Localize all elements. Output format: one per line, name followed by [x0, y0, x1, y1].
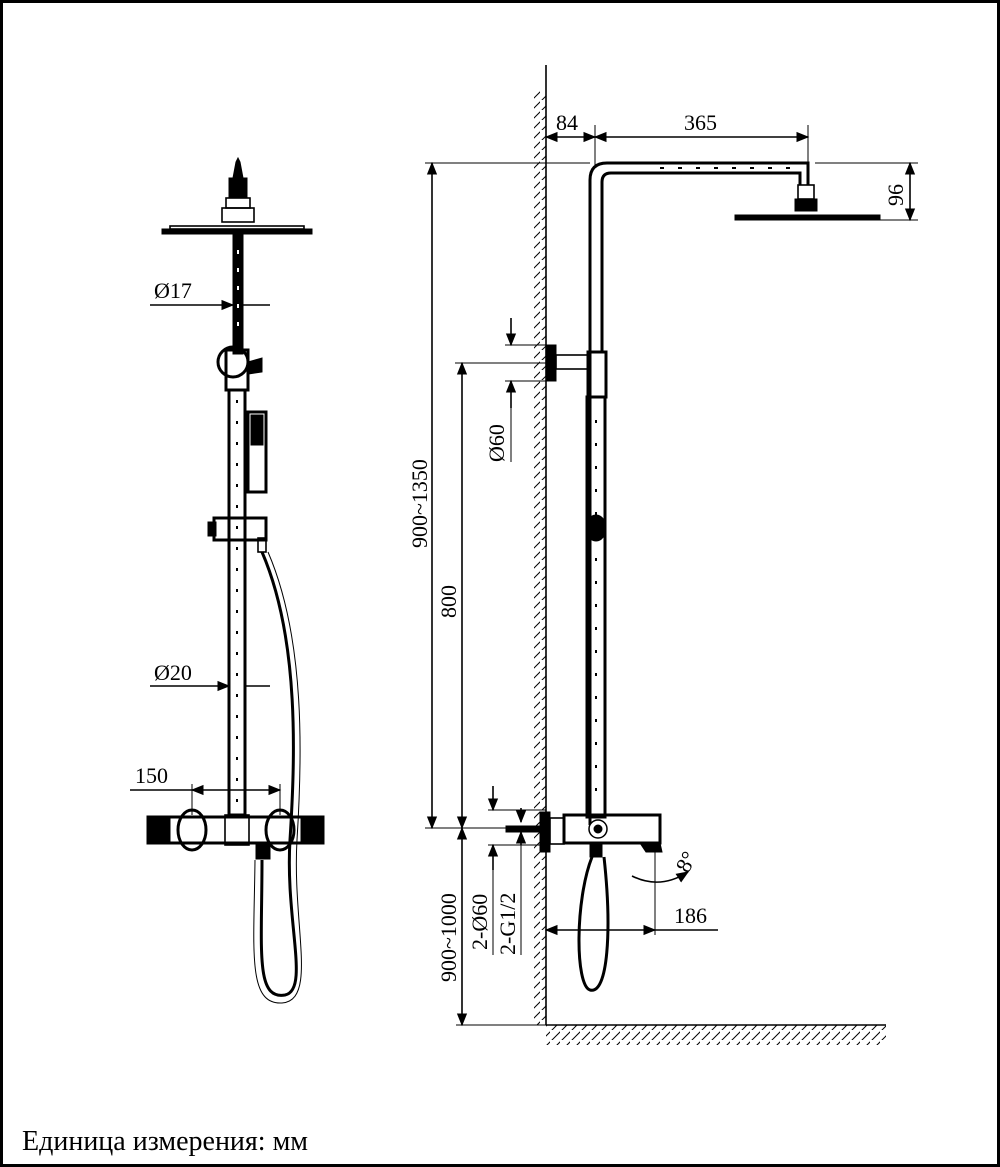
front-mixer-outlet — [255, 842, 271, 860]
side-arm-outer — [588, 161, 810, 825]
side-hose — [577, 856, 610, 992]
front-mixer-right-cap — [300, 816, 324, 844]
dim-pipe-top-diameter: Ø17 — [154, 278, 192, 303]
dim-bar-height: 800 — [436, 585, 461, 618]
side-spout-tip — [639, 842, 663, 853]
front-hand-shower — [246, 410, 268, 494]
front-slider-holder — [212, 516, 268, 542]
dim-spout-angle: 8° — [670, 847, 701, 876]
side-mixer-handle-center — [593, 824, 603, 834]
side-head-nut — [794, 198, 818, 212]
front-slide-bar — [227, 388, 247, 817]
dim-bracket-diameter: Ø60 — [484, 424, 509, 462]
dim-head-height: 96 — [883, 184, 908, 206]
side-mixer-outlet — [589, 842, 603, 858]
front-top-nut — [228, 177, 248, 199]
dim-wall-offset: 84 — [556, 110, 578, 135]
front-hand-shower-head — [250, 414, 264, 446]
side-slider-holder — [585, 514, 607, 542]
floor-hatch — [546, 1025, 886, 1045]
front-diverter-knob — [247, 357, 263, 375]
wall-hatch — [534, 90, 546, 1025]
side-mixer-escutcheon — [539, 811, 551, 853]
front-top-cap — [232, 156, 244, 179]
front-slider-knob — [207, 521, 217, 537]
side-wall-bracket-plate — [545, 344, 557, 382]
side-arm-inner — [600, 171, 802, 352]
unit-note: Единица измерения: мм — [22, 1126, 309, 1157]
front-top-ring — [225, 197, 251, 209]
dim-thread-size: 2-G1/2 — [495, 893, 520, 955]
side-head-neck — [797, 184, 815, 200]
dim-mixer-spacing: 150 — [135, 763, 168, 788]
side-slide-bar — [585, 395, 607, 819]
side-shower-head — [734, 214, 881, 221]
front-escutcheon-left — [176, 808, 208, 852]
dim-pipe-bottom-diameter: Ø20 — [154, 660, 192, 685]
front-mixer-center — [224, 814, 250, 846]
side-wall-bracket-arm — [555, 354, 591, 370]
dim-spout-length: 186 — [674, 903, 707, 928]
dim-adjustable-height: 900~1350 — [407, 459, 432, 548]
front-hose-outline — [253, 551, 302, 1004]
front-view: Ø17 Ø20 150 — [130, 156, 325, 1004]
side-view: 84 365 96 Ø60 900~1350 — [407, 65, 918, 1045]
front-connector — [221, 207, 255, 223]
dim-escutcheon-diameter: 2-Ø60 — [467, 894, 492, 950]
side-mixer-connector — [549, 817, 565, 845]
front-escutcheon-right — [264, 808, 296, 852]
side-mixer-body — [562, 813, 662, 845]
front-mixer-left-cap — [147, 816, 171, 844]
dim-line-spout-angle — [631, 871, 690, 883]
front-hose — [259, 551, 298, 997]
dim-mixer-height: 900~1000 — [436, 893, 461, 982]
front-upper-pipe — [232, 233, 244, 355]
dim-arm-length: 365 — [684, 110, 717, 135]
front-shower-head-top — [169, 225, 305, 230]
